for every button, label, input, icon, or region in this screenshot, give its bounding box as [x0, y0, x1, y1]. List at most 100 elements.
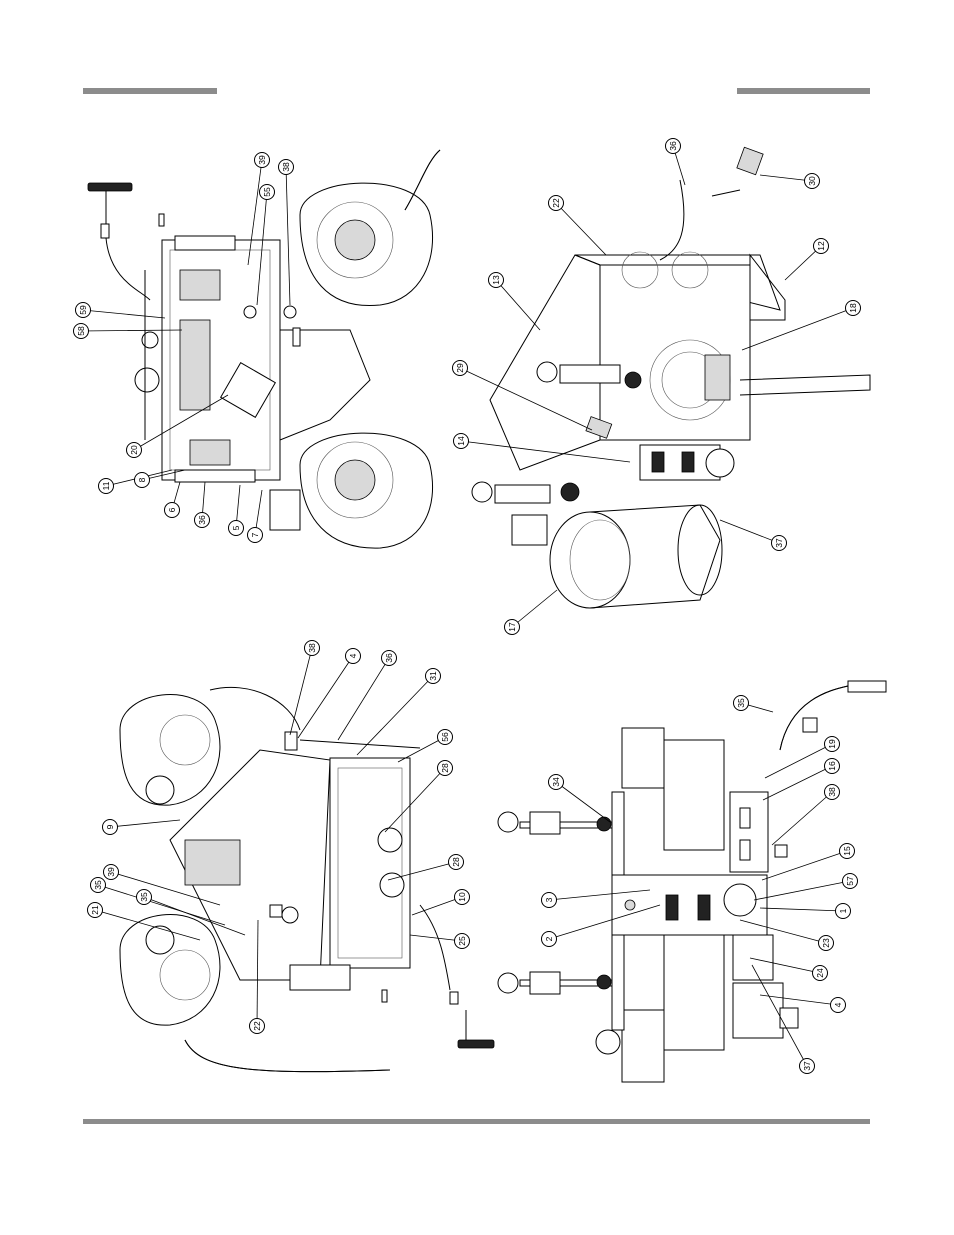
- callout-label: 22: [252, 1021, 262, 1031]
- callout-bubble: 38: [825, 785, 840, 800]
- callout-label: 9: [105, 824, 115, 829]
- callout-label: 20: [129, 445, 139, 455]
- callout-bubble: 59: [76, 303, 91, 318]
- callout-bubble: 4: [831, 998, 846, 1013]
- callout-leader: [556, 782, 610, 822]
- callout-label: 34: [551, 777, 561, 787]
- callout-leader: [338, 658, 389, 740]
- callout-bubble: 29: [453, 361, 468, 376]
- callout-bubble: 39: [255, 153, 270, 168]
- callout-leader: [763, 766, 832, 800]
- callout-bubble: 1: [836, 904, 851, 919]
- callout-bubble: 22: [549, 196, 564, 211]
- callout-bubble: 35: [91, 878, 106, 893]
- callout-label: 4: [348, 653, 358, 658]
- callout-bubble: 20: [127, 443, 142, 458]
- callout-bubble: 16: [825, 759, 840, 774]
- callout-bubble: 38: [279, 160, 294, 175]
- callout-bubble: 30: [805, 174, 820, 189]
- callout-label: 8: [137, 477, 147, 482]
- callout-label: 39: [106, 867, 116, 877]
- callout-label: 38: [281, 162, 291, 172]
- callout-bubble: 28: [438, 761, 453, 776]
- callout-bubble: 18: [846, 301, 861, 316]
- callout-label: 31: [428, 671, 438, 681]
- assembly-view-top-left: [88, 150, 440, 548]
- callout-label: 35: [93, 880, 103, 890]
- callout-bubble: 22: [250, 1019, 265, 1034]
- callout-label: 57: [845, 876, 855, 886]
- callout-bubble: 11: [99, 479, 114, 494]
- callout-label: 2: [544, 936, 554, 941]
- callout-bubble: 19: [825, 737, 840, 752]
- callout-label: 39: [257, 155, 267, 165]
- callout-label: 56: [440, 732, 450, 742]
- assembly-view-bottom-left: [120, 687, 494, 1071]
- callout-label: 36: [197, 515, 207, 525]
- callout-bubble: 31: [426, 669, 441, 684]
- callout-label: 38: [307, 643, 317, 653]
- callout-leader: [772, 792, 832, 845]
- callout-label: 58: [76, 326, 86, 336]
- callout-label: 14: [456, 436, 466, 446]
- callout-label: 36: [384, 653, 394, 663]
- callout-label: 55: [262, 187, 272, 197]
- callout-label: 21: [90, 905, 100, 915]
- callout-bubble: 25: [455, 934, 470, 949]
- callout-bubble: 13: [489, 273, 504, 288]
- callout-leader: [286, 167, 290, 305]
- callout-label: 28: [440, 763, 450, 773]
- callout-bubble: 7: [248, 528, 263, 543]
- callout-bubble: 36: [382, 651, 397, 666]
- callout-bubble: 57: [843, 874, 858, 889]
- callout-bubble: 36: [195, 513, 210, 528]
- callout-bubble: 55: [260, 185, 275, 200]
- callout-leader: [357, 676, 433, 755]
- callout-label: 30: [807, 176, 817, 186]
- callout-label: 24: [815, 968, 825, 978]
- callout-label: 23: [821, 938, 831, 948]
- callout-leader: [298, 656, 353, 738]
- callout-bubble: 36: [666, 139, 681, 154]
- assembly-view-top-right: [472, 147, 870, 608]
- callout-label: 35: [139, 892, 149, 902]
- callout-bubble: 56: [438, 730, 453, 745]
- callout-label: 12: [816, 241, 826, 251]
- callout-leader: [496, 280, 540, 330]
- callout-bubble: 23: [819, 936, 834, 951]
- callout-bubble: 8: [135, 473, 150, 488]
- callout-label: 11: [101, 481, 111, 490]
- callout-label: 18: [848, 303, 858, 313]
- callout-label: 22: [551, 198, 561, 208]
- callout-bubble: 24: [813, 966, 828, 981]
- callout-label: 17: [507, 622, 517, 632]
- callout-bubble: 38: [305, 641, 320, 656]
- callout-leader: [83, 310, 165, 318]
- callout-label: 1: [838, 908, 848, 913]
- callout-label: 25: [457, 936, 467, 946]
- callout-bubble: 10: [455, 890, 470, 905]
- callout-label: 59: [78, 305, 88, 315]
- callout-bubble: 37: [800, 1059, 815, 1074]
- callout-label: 4: [833, 1002, 843, 1007]
- callout-bubble: 6: [165, 503, 180, 518]
- callout-label: 15: [842, 846, 852, 856]
- callout-label: 7: [250, 532, 260, 537]
- callout-bubble: 14: [454, 434, 469, 449]
- callout-leader: [556, 203, 606, 255]
- callout-label: 38: [827, 787, 837, 797]
- callout-leader: [742, 308, 853, 350]
- callout-bubble: 28: [449, 855, 464, 870]
- callout-label: 35: [736, 698, 746, 708]
- callout-bubble: 34: [549, 775, 564, 790]
- callout-bubble: 15: [840, 844, 855, 859]
- callout-label: 16: [827, 761, 837, 771]
- callout-label: 28: [451, 857, 461, 867]
- callout-bubble: 58: [74, 324, 89, 339]
- callout-label: 13: [491, 275, 501, 285]
- callout-bubble: 5: [229, 521, 244, 536]
- callout-leader: [754, 881, 850, 900]
- callout-label: 37: [774, 538, 784, 548]
- callout-leader: [512, 590, 557, 627]
